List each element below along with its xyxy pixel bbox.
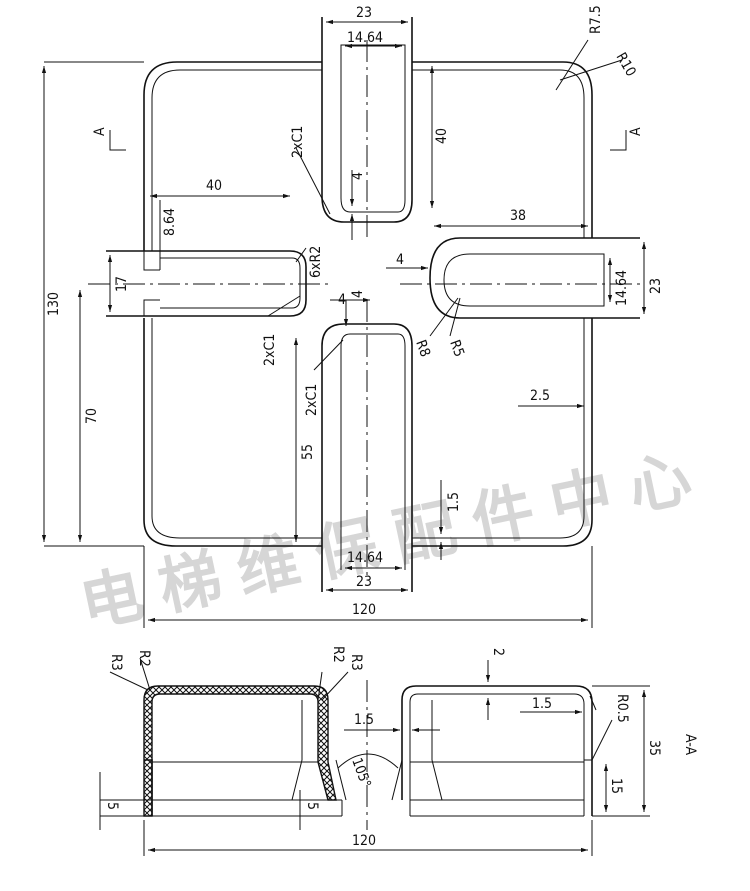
right-slot	[400, 237, 640, 319]
dim-bottom-slot-width: 23	[356, 574, 372, 590]
dim-gap-center: 4	[338, 292, 346, 308]
sec-angle: 105°	[348, 756, 373, 790]
top-slot	[321, 17, 413, 240]
sec-wall-right: 1.5	[532, 696, 552, 712]
dim-left-offset: 8.64	[162, 208, 178, 236]
sec-step-height: 15	[608, 778, 624, 794]
top-view: 23 14.64 40 R7.5 R10 130 40 8.64 17 70 2…	[41, 5, 664, 628]
dim-wall-offset: 2.5	[530, 388, 550, 404]
dim-left-height: 70	[84, 408, 100, 424]
section-mark-right: A	[628, 127, 644, 136]
dim-r7-5: R7.5	[588, 5, 604, 34]
sec-foot-mid: 5	[304, 802, 320, 810]
sec-wall-left: 1.5	[354, 712, 374, 728]
dim-r10: R10	[613, 50, 639, 79]
dimension-lines	[41, 19, 647, 628]
dim-right-slot-length: 38	[510, 208, 526, 224]
sec-width: 120	[352, 833, 376, 849]
dim-top-slot-inner: 14.64	[347, 30, 383, 46]
section-view: R2 R3 R2 R3 2 1.5 1.5 R0.5 35 15 105° 5 …	[99, 646, 698, 856]
section-dimension-lines	[99, 657, 650, 856]
dim-overall-height: 130	[46, 292, 62, 316]
dim-right-slot-width: 23	[648, 278, 664, 294]
sec-r2-left: R2	[136, 650, 152, 667]
section-shell	[143, 680, 593, 830]
dim-left-slot-width: 17	[114, 276, 130, 292]
sec-foot-left: 5	[104, 802, 120, 810]
dim-gap-vertical: 4	[350, 290, 366, 298]
dim-bottom-slot-inner: 14.64	[347, 550, 383, 566]
sec-r3-left: R3	[108, 654, 124, 671]
dim-fillet-r2: 6xR2	[308, 246, 324, 278]
dim-gap-right: 4	[396, 252, 404, 268]
dim-wall-thickness: 1.5	[446, 492, 462, 512]
sec-top-thickness: 2	[490, 648, 506, 656]
sec-r3-mid: R3	[348, 654, 364, 671]
dim-chamfer-bottom: 2xC1	[304, 384, 320, 416]
dim-gap-top: 4	[350, 172, 366, 180]
left-slot	[88, 250, 330, 317]
dim-chamfer-left: 2xC1	[262, 334, 278, 366]
sec-r2-mid: R2	[330, 646, 346, 663]
dim-left-slot-length: 40	[206, 178, 222, 194]
section-dimension-labels: R2 R3 R2 R3 2 1.5 1.5 R0.5 35 15 105° 5 …	[104, 646, 698, 849]
section-mark-left: A	[92, 127, 108, 136]
dim-top-slot-width: 23	[356, 5, 372, 21]
dim-overall-width: 120	[352, 602, 376, 618]
dim-r8: R8	[412, 338, 433, 359]
watermark: 电梯维保配件中心	[74, 437, 715, 641]
dim-r5: R5	[446, 338, 467, 359]
sec-r05: R0.5	[614, 694, 630, 723]
tray-outline	[143, 61, 593, 547]
dimension-labels: 23 14.64 40 R7.5 R10 130 40 8.64 17 70 2…	[46, 5, 664, 618]
dim-right-slot-inner: 14.64	[614, 270, 630, 306]
dim-bottom-slot-height: 55	[300, 444, 316, 460]
dim-chamfer-top: 2xC1	[290, 126, 306, 158]
section-label: A-A	[682, 734, 698, 756]
dim-top-slot-height: 40	[434, 128, 450, 144]
sec-height: 35	[646, 740, 662, 756]
